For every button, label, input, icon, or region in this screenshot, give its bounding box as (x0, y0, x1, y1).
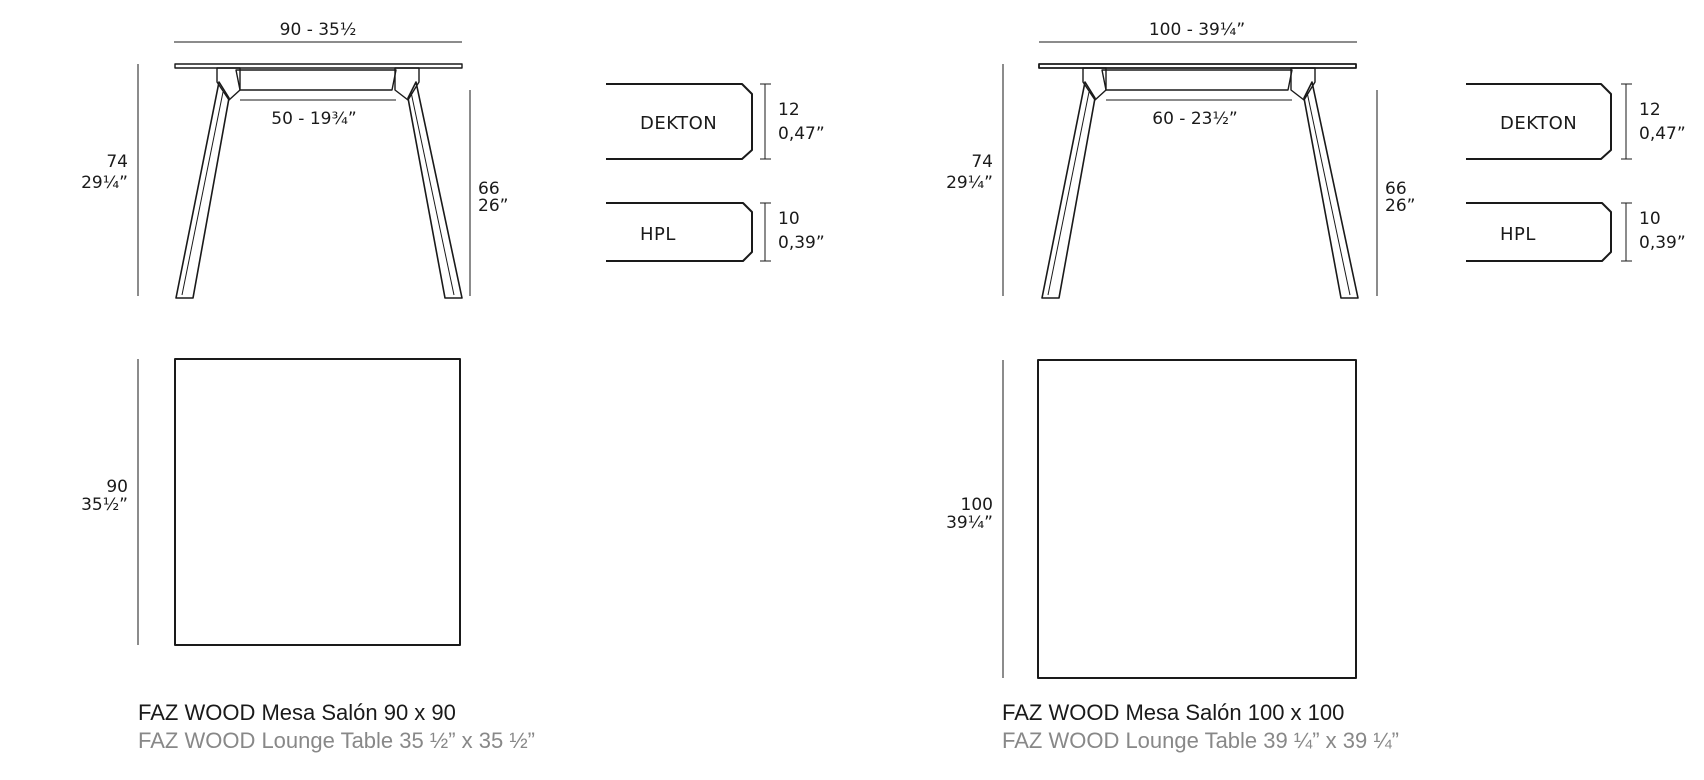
leg-left-edge (1047, 91, 1090, 296)
hpl-edge-profile (1466, 202, 1612, 262)
plan-depth-in-label: 39¼” (946, 513, 993, 533)
dekton-thickness-mm: 12 (778, 100, 800, 120)
leg-bracket-left (216, 67, 241, 101)
dekton-label: DEKTON (640, 113, 717, 134)
apron (1101, 69, 1293, 91)
leg-right-edge (1306, 91, 1351, 296)
height-in-label: 29¼” (946, 173, 993, 193)
apron (235, 69, 397, 91)
dekton-edge-profile (606, 83, 753, 160)
leg-left (175, 81, 230, 299)
table-100-labels: 100 - 39¼” 60 - 23½” 74 29¼” 66 26” DEKT… (946, 20, 1686, 533)
leg-height-cm-label: 66 (478, 179, 500, 199)
hpl-thickness-dimension (1621, 202, 1632, 262)
height-cm-label: 74 (971, 152, 993, 172)
table-100-drawing (1002, 41, 1632, 679)
plan-depth-in-label: 35½” (81, 495, 128, 515)
caption-spanish: FAZ WOOD Mesa Salón 90 x 90 (138, 700, 456, 725)
table-top-plan-view (1037, 359, 1357, 679)
frame-width-label: 50 - 19¾” (271, 109, 357, 129)
frame-width-label: 60 - 23½” (1152, 109, 1238, 129)
plan-depth-cm-label: 90 (106, 477, 128, 497)
leg-bracket-right (394, 67, 420, 101)
top-width-label: 100 - 39¼” (1149, 20, 1245, 40)
caption-english: FAZ WOOD Lounge Table 35 ½” x 35 ½” (138, 728, 536, 753)
hpl-thickness-dimension (760, 202, 771, 262)
table-top-plan-view (174, 358, 461, 646)
hpl-label: HPL (640, 224, 676, 245)
leg-left (1041, 81, 1096, 299)
dekton-thickness-mm: 12 (1639, 100, 1661, 120)
dekton-thickness-in: 0,47” (1639, 124, 1686, 144)
leg-bracket-right (1290, 67, 1316, 101)
height-cm-label: 74 (106, 152, 128, 172)
table-top-side-view (174, 63, 463, 69)
leg-left-edge (181, 91, 224, 296)
caption-spanish: FAZ WOOD Mesa Salón 100 x 100 (1002, 700, 1345, 725)
table-90-labels: 90 - 35½ 50 - 19¾” 74 29¼” 66 26” DEKTON… (81, 20, 825, 515)
top-width-label: 90 - 35½ (280, 20, 357, 40)
leg-height-in-label: 26” (478, 196, 508, 216)
hpl-thickness-mm: 10 (1639, 209, 1661, 229)
dekton-edge-profile (1466, 83, 1612, 160)
dekton-label: DEKTON (1500, 113, 1577, 134)
dekton-thickness-dimension (760, 83, 771, 160)
leg-height-in-label: 26” (1385, 196, 1415, 216)
hpl-edge-profile (606, 202, 753, 262)
caption-english: FAZ WOOD Lounge Table 39 ¼” x 39 ¼” (1002, 728, 1400, 753)
dekton-thickness-in: 0,47” (778, 124, 825, 144)
hpl-thickness-in: 0,39” (1639, 233, 1686, 253)
plan-depth-cm-label: 100 (961, 495, 993, 515)
table-90-caption: FAZ WOOD Mesa Salón 90 x 90 FAZ WOOD Lou… (138, 699, 535, 755)
leg-height-cm-label: 66 (1385, 179, 1407, 199)
table-90-drawing (137, 41, 771, 646)
table-100-caption: FAZ WOOD Mesa Salón 100 x 100 FAZ WOOD L… (1002, 699, 1399, 755)
hpl-label: HPL (1500, 224, 1536, 245)
hpl-thickness-mm: 10 (778, 209, 800, 229)
leg-right-edge (410, 91, 455, 296)
height-in-label: 29¼” (81, 173, 128, 193)
leg-bracket-left (1082, 67, 1107, 101)
hpl-thickness-in: 0,39” (778, 233, 825, 253)
dekton-thickness-dimension (1621, 83, 1632, 160)
table-top-side-view (1038, 63, 1357, 69)
